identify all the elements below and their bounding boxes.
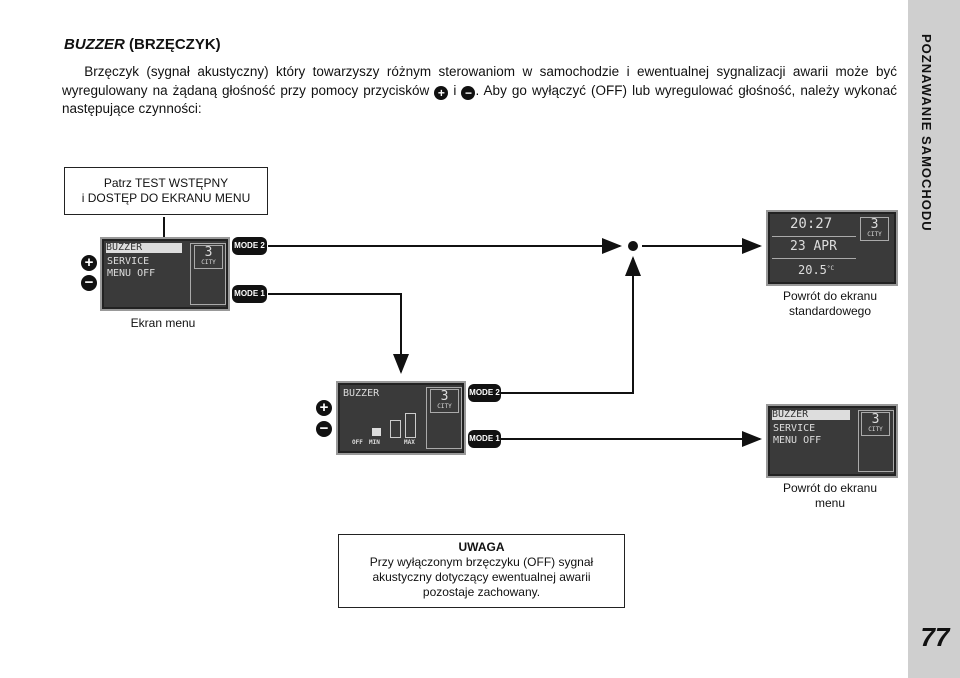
warning-line2: akustyczny dotyczący ewentualnej awarii [372, 570, 591, 584]
standard-indicator: 3 CITY [860, 217, 889, 241]
menu-screen: BUZZER SERVICE MENU OFF 3 CITY [100, 237, 230, 311]
volume-bar-min [372, 428, 381, 436]
menu-indicator: 3 CITY [194, 245, 223, 269]
buzzer-indicator-frame [426, 387, 462, 449]
buzzer-indicator-value: 3 [440, 389, 449, 404]
menu-return-caption-line1: Powrót do ekranu [782, 481, 878, 495]
standard-divider1 [772, 236, 856, 237]
mode2-button-top[interactable]: MODE 2 [232, 237, 267, 255]
menu-return-indicator-value: 3 [871, 412, 880, 427]
minus-button-buzzer[interactable]: − [316, 421, 332, 437]
plus-button-top[interactable]: + [81, 255, 97, 271]
junction-dot [628, 241, 638, 251]
menu-return-screen: BUZZER SERVICE MENU OFF 3 CITY [766, 404, 898, 478]
see-also-box: Patrz TEST WSTĘPNY i DOSTĘP DO EKRANU ME… [64, 167, 268, 215]
volume-bar-mid [390, 420, 401, 438]
page-number: 77 [920, 622, 950, 652]
see-also-line2: i DOSTĘP DO EKRANU MENU [81, 191, 251, 205]
menu-return-caption: Powrót do ekranu menu [760, 481, 900, 511]
heading-main: BUZZER [64, 36, 125, 53]
sidebar [908, 0, 960, 678]
standard-temp-unit: °C [826, 265, 835, 272]
menu-screen-caption: Ekran menu [130, 316, 196, 330]
standard-screen: 20:27 23 APR 20.5°C 3 CITY [766, 210, 898, 286]
standard-caption-line2: standardowego [788, 304, 872, 318]
buzzer-title: BUZZER [343, 388, 380, 399]
standard-caption-line1: Powrót do ekranu [782, 289, 878, 303]
intro-connector: i [453, 82, 457, 98]
intro-paragraph: Brzęczyk (sygnał akustyczny) który towar… [62, 63, 897, 119]
standard-temp: 20.5°C [798, 263, 834, 277]
menu-indicator-label: CITY [201, 259, 216, 266]
minus-icon: − [461, 85, 476, 100]
intro-part2: . Aby go wyłączyć (OFF) lub wyregulować … [62, 82, 897, 117]
standard-date: 23 APR [790, 239, 837, 254]
buzzer-indicator-label: CITY [437, 403, 452, 410]
warning-line3: pozostaje zachowany. [422, 585, 541, 599]
menu-return-indicator: 3 CITY [861, 412, 890, 436]
intro-part1: Brzęczyk (sygnał akustyczny) który towar… [62, 64, 897, 98]
standard-screen-caption: Powrót do ekranu standardowego [760, 289, 900, 319]
warning-title: UWAGA [458, 540, 505, 554]
volume-label-max: MAX [404, 439, 415, 446]
heading-sub: (BRZĘCZYK) [129, 36, 221, 53]
menu-line-menu-off: MENU OFF [107, 268, 156, 279]
minus-button-top[interactable]: − [81, 275, 97, 291]
standard-divider2 [772, 258, 856, 259]
see-also-line1: Patrz TEST WSTĘPNY [103, 176, 229, 190]
standard-temp-value: 20.5 [798, 263, 827, 277]
menu-indicator-value: 3 [204, 245, 213, 260]
warning-line1: Przy wyłączonym brzęczyku (OFF) sygnał [369, 555, 594, 569]
warning-box: UWAGA Przy wyłączonym brzęczyku (OFF) sy… [338, 534, 625, 608]
plus-icon: + [434, 85, 449, 100]
volume-bar-max [405, 413, 416, 438]
standard-time: 20:27 [790, 216, 833, 232]
buzzer-indicator: 3 CITY [430, 389, 459, 413]
plus-button-buzzer[interactable]: + [316, 400, 332, 416]
standard-indicator-label: CITY [867, 231, 882, 238]
arrow-mode1-top [268, 293, 409, 374]
menu-return-line-menu-off: MENU OFF [773, 435, 822, 446]
menu-return-caption-line2: menu [814, 496, 846, 510]
menu-line-buzzer: BUZZER [106, 243, 182, 253]
menu-return-line-buzzer: BUZZER [772, 410, 850, 420]
menu-return-indicator-frame [858, 410, 894, 472]
mode1-button-top[interactable]: MODE 1 [232, 285, 267, 303]
menu-return-indicator-label: CITY [868, 426, 883, 433]
arrow-mode2-buzzer [501, 256, 641, 394]
menu-indicator-frame [190, 243, 226, 305]
volume-label-off: OFF [352, 439, 363, 446]
menu-line-service: SERVICE [107, 256, 150, 267]
mode2-button-buzzer[interactable]: MODE 2 [468, 384, 501, 402]
mode1-button-buzzer[interactable]: MODE 1 [468, 430, 501, 448]
menu-return-line-service: SERVICE [773, 423, 816, 434]
buzzer-screen: BUZZER 3 CITY OFF MIN MAX [336, 381, 466, 455]
heading: BUZZER (BRZĘCZYK) [64, 36, 221, 53]
standard-indicator-value: 3 [870, 217, 879, 232]
volume-label-min: MIN [369, 439, 380, 446]
